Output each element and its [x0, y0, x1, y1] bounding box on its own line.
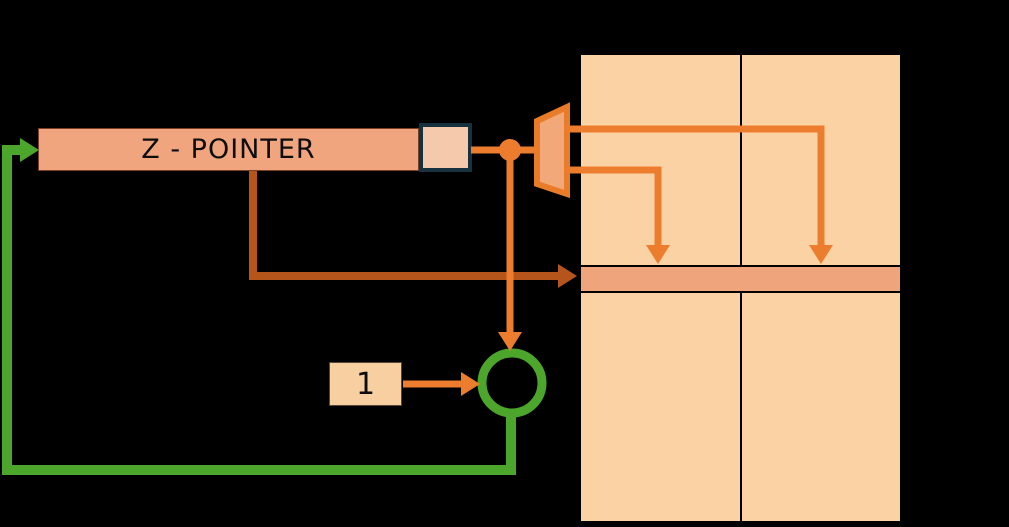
program-memory	[579, 53, 902, 523]
rust-address-wire	[249, 171, 560, 280]
z-pointer-lsb-cell	[419, 123, 472, 172]
junction-dot	[499, 139, 521, 161]
z-pointer-label: Z - POINTER	[141, 134, 316, 165]
rust-arrowhead-into-row	[558, 264, 577, 288]
orange-arrowhead-constant	[461, 372, 480, 396]
increment-constant-value: 1	[355, 366, 376, 402]
increment-adder-circle	[477, 348, 547, 418]
z-pointer-register: Z - POINTER	[38, 128, 419, 171]
selected-memory-row	[581, 265, 900, 293]
mux-trapezoid	[534, 102, 570, 199]
green-arrowhead-into-z-pointer	[20, 138, 39, 162]
increment-constant-box: 1	[329, 362, 402, 406]
green-feedback-wire	[2, 145, 516, 475]
orange-arrowhead-into-adder	[498, 332, 522, 351]
